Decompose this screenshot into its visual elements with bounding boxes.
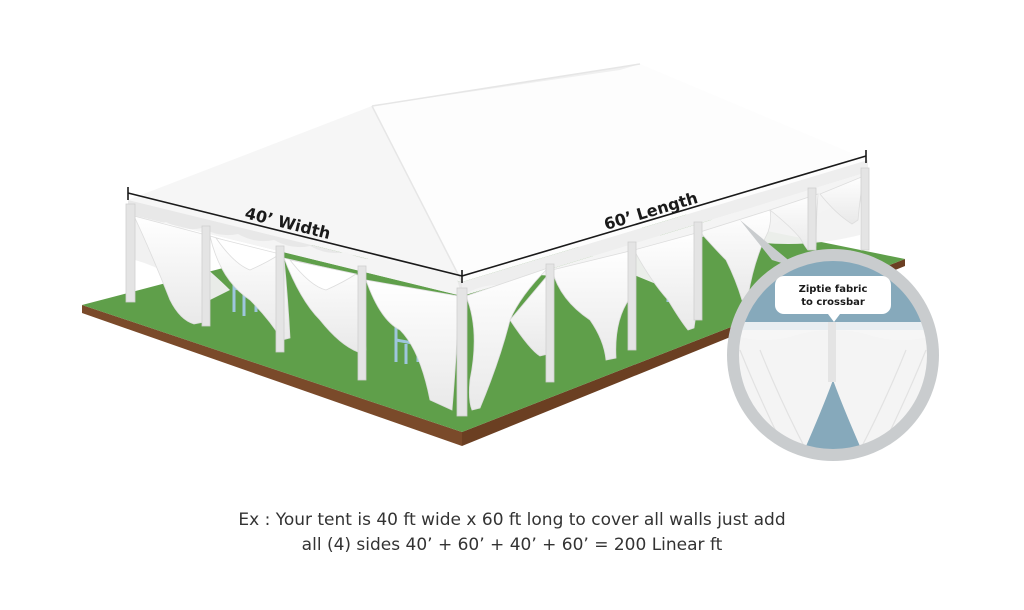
dimension-lines bbox=[127, 150, 867, 283]
pole bbox=[125, 203, 136, 303]
pole bbox=[627, 241, 637, 351]
pole bbox=[357, 265, 367, 381]
caption: Ex : Your tent is 40 ft wide x 60 ft lon… bbox=[0, 508, 1024, 558]
caption-line-2: all (4) sides 40’ + 60’ + 40’ + 60’ = 20… bbox=[301, 535, 723, 555]
roof-front-slope bbox=[128, 106, 462, 282]
caption-line-1: Ex : Your tent is 40 ft wide x 60 ft lon… bbox=[238, 510, 786, 530]
callout-label-box: Ziptie fabric to crossbar bbox=[775, 276, 891, 322]
front-drapes bbox=[133, 215, 459, 411]
roof-edge bbox=[128, 160, 868, 296]
length-dimension-line bbox=[461, 155, 867, 277]
pole bbox=[545, 263, 555, 383]
zoom-callout: Ziptie fabric to crossbar bbox=[727, 220, 939, 461]
pole bbox=[275, 245, 285, 353]
callout-pointer bbox=[740, 220, 798, 268]
tent-illustration: 40’ Width 60’ Length Ziptie fabric to cr… bbox=[82, 63, 939, 461]
tent-roof bbox=[128, 63, 868, 283]
pole bbox=[860, 167, 870, 251]
side-drapes bbox=[465, 175, 865, 411]
pole bbox=[201, 225, 211, 327]
pole bbox=[693, 221, 703, 321]
soil-edge bbox=[82, 305, 462, 446]
poles bbox=[125, 167, 870, 417]
pole bbox=[807, 187, 817, 251]
width-dimension-line bbox=[127, 192, 463, 277]
pole bbox=[456, 287, 468, 417]
callout-label-line-2: to crossbar bbox=[801, 297, 865, 308]
roof-side-slope bbox=[372, 64, 868, 282]
callout-label-line-1: Ziptie fabric bbox=[799, 284, 868, 295]
